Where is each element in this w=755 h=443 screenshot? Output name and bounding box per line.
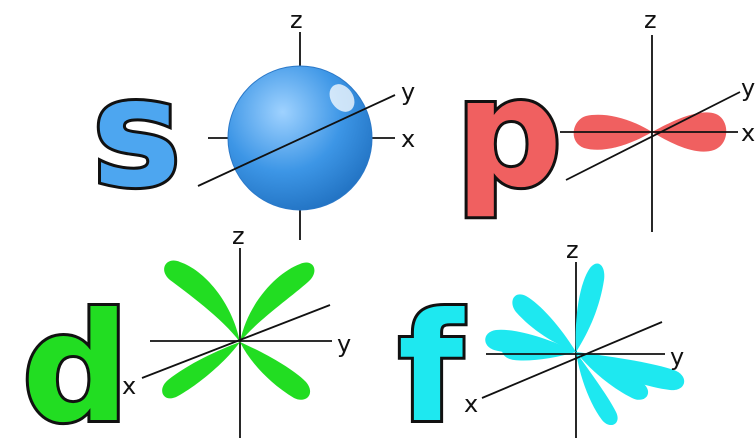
f-orbital-lobe-top <box>575 263 605 352</box>
s-letter: s <box>92 47 181 221</box>
p-x-label: x <box>741 119 755 147</box>
p-z-label: z <box>644 6 657 34</box>
d-orbital-lobe-lower-left <box>162 342 240 399</box>
f-orbital-group: f z y x <box>395 236 685 443</box>
f-orbital-lobe-lower-right-3 <box>576 352 618 426</box>
s-x-label: x <box>401 125 415 153</box>
s-orbital-group: s z y x <box>89 6 415 240</box>
s-orbital-highlight <box>329 84 355 112</box>
d-z-label: z <box>232 222 245 250</box>
p-orbital-group: p z y x <box>452 6 755 232</box>
p-y-axis <box>565 91 741 181</box>
f-x-label: x <box>464 390 478 418</box>
p-y-label: y <box>741 74 755 102</box>
d-x-label: x <box>122 372 136 400</box>
f-orbital-lobe-lower-left <box>502 340 576 361</box>
p-letter: p <box>455 47 562 221</box>
f-orbital-lobe-lower-right-1 <box>576 352 649 400</box>
f-orbital-lobe-upper-left-1 <box>512 294 576 352</box>
f-z-label: z <box>566 236 579 264</box>
d-letter: d <box>22 282 129 443</box>
d-orbital-lobe-lower-right <box>240 342 311 400</box>
f-letter: f <box>398 282 465 443</box>
s-z-label: z <box>290 6 303 34</box>
s-y-label: y <box>401 78 415 106</box>
d-orbital-group: d z y x <box>19 222 351 443</box>
f-y-label: y <box>670 343 684 371</box>
d-x-axis <box>141 304 331 379</box>
f-x-axis <box>481 321 663 399</box>
d-orbital-lobe-upper-left <box>164 260 240 342</box>
s-y-axis <box>197 94 396 187</box>
d-y-label: y <box>337 330 351 358</box>
d-orbital-lobe-upper-right <box>240 262 315 342</box>
f-orbital-lobe-lower-right-2 <box>576 352 685 391</box>
